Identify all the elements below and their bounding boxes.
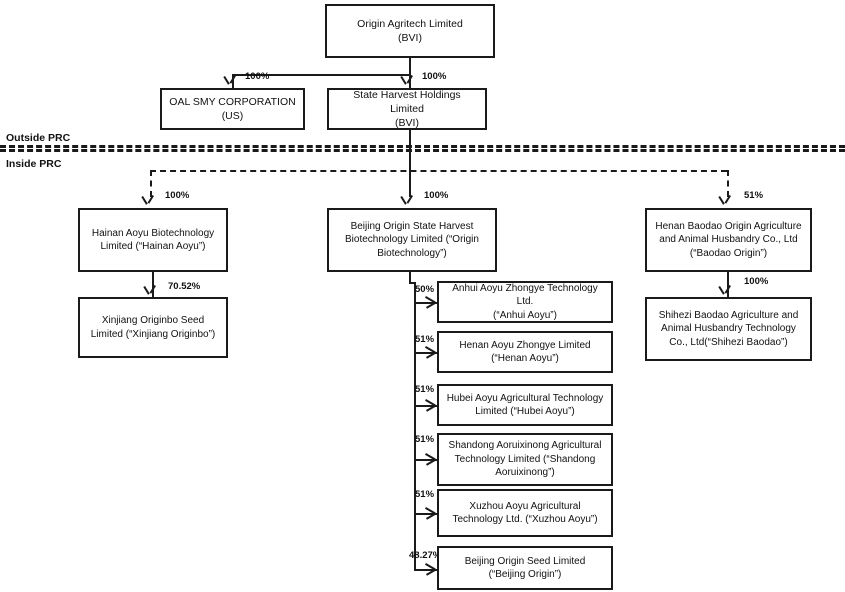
percent-shandong-aoruixinong: 51% — [415, 434, 435, 445]
node-xinjiang-originbo-label: Xinjiang Originbo Seed Limited (“Xinjian… — [90, 315, 216, 340]
arrowhead-xinjiang-originbo — [148, 286, 159, 297]
connector-baodao-dashed-drop — [727, 170, 729, 197]
connector-stateharvest-spine — [409, 130, 411, 197]
node-xuzhou-aoyu[interactable]: Xuzhou Aoyu Agricultural Technology Ltd.… — [437, 489, 613, 537]
label-inside-prc: Inside PRC — [6, 158, 62, 170]
label-outside-prc: Outside PRC — [6, 132, 71, 144]
percent-origin-biotechnology: 100% — [424, 190, 449, 201]
arrowhead-baodao-origin — [723, 196, 734, 207]
node-hainan-aoyu[interactable]: Hainan Aoyu Biotechnology Limited (“Hain… — [78, 208, 228, 272]
percent-state-harvest: 100% — [422, 71, 447, 82]
percent-anhui-aoyu: 50% — [415, 284, 435, 295]
node-henan-aoyu-label: Henan Aoyu Zhongye Limited (“Henan Aoyu”… — [459, 339, 591, 365]
node-origin-biotechnology-label: Beijing Origin State Harvest Biotechnolo… — [345, 220, 479, 259]
prc-divider-line — [0, 145, 845, 152]
node-state-harvest[interactable]: State Harvest Holdings Limited (BVI) — [327, 88, 487, 130]
percent-beijing-origin: 48.27% — [409, 550, 442, 561]
arrowhead-stateharvest — [405, 76, 416, 87]
percent-shihezi-baodao: 100% — [744, 276, 769, 287]
node-origin-biotechnology[interactable]: Beijing Origin State Harvest Biotechnolo… — [327, 208, 497, 272]
percent-xuzhou-aoyu: 51% — [415, 489, 435, 500]
connector-agritech-bar — [232, 74, 411, 76]
node-shandong-aoruixinong[interactable]: Shandong Aoruixinong Agricultural Techno… — [437, 433, 613, 486]
arrowhead-oalsmy — [228, 76, 239, 87]
node-baodao-origin-label: Henan Baodao Origin Agriculture and Anim… — [655, 220, 802, 259]
percent-henan-aoyu: 51% — [415, 334, 435, 345]
node-baodao-origin[interactable]: Henan Baodao Origin Agriculture and Anim… — [645, 208, 812, 272]
connector-dashed-branch-bar — [150, 170, 727, 172]
node-beijing-origin[interactable]: Beijing Origin Seed Limited (“Beijing Or… — [437, 546, 613, 590]
node-oal-smy[interactable]: OAL SMY CORPORATION (US) — [160, 88, 305, 130]
node-shihezi-baodao[interactable]: Shihezi Baodao Agriculture and Animal Hu… — [645, 297, 812, 361]
connector-hainan-dashed-drop — [150, 170, 152, 197]
node-xuzhou-aoyu-label: Xuzhou Aoyu Agricultural Technology Ltd.… — [452, 500, 598, 526]
node-xinjiang-originbo[interactable]: Xinjiang Originbo Seed Limited (“Xinjian… — [78, 297, 228, 358]
node-origin-agritech[interactable]: Origin Agritech Limited (BVI) — [325, 4, 495, 58]
node-anhui-aoyu[interactable]: Anhui Aoyu Zhongye Technology Ltd. (“Anh… — [437, 281, 613, 323]
node-henan-aoyu[interactable]: Henan Aoyu Zhongye Limited (“Henan Aoyu”… — [437, 331, 613, 373]
arrowhead-origin-biotech — [405, 196, 416, 207]
node-hubei-aoyu-label: Hubei Aoyu Agricultural Technology Limit… — [446, 392, 604, 418]
node-oal-smy-label: OAL SMY CORPORATION (US) — [169, 95, 296, 122]
percent-oal-smy: 100% — [245, 71, 270, 82]
node-hainan-aoyu-label: Hainan Aoyu Biotechnology Limited (“Hain… — [91, 227, 215, 253]
node-shandong-aoruixinong-label: Shandong Aoruixinong Agricultural Techno… — [448, 440, 602, 479]
percent-xinjiang-originbo: 70.52% — [168, 281, 201, 292]
node-hubei-aoyu[interactable]: Hubei Aoyu Agricultural Technology Limit… — [437, 384, 613, 426]
connector-subsidiary-spine — [414, 282, 416, 569]
node-shihezi-baodao-label: Shihezi Baodao Agriculture and Animal Hu… — [658, 309, 799, 348]
connector-subsidiary-drop — [409, 272, 411, 284]
arrowhead-hainan-aoyu — [146, 196, 157, 207]
node-anhui-aoyu-label: Anhui Aoyu Zhongye Technology Ltd. (“Anh… — [452, 282, 598, 321]
node-state-harvest-label: State Harvest Holdings Limited (BVI) — [353, 88, 461, 130]
connector-agritech-down — [409, 58, 411, 75]
percent-baodao-origin: 51% — [744, 190, 764, 201]
connector-subsidiary-top-bar — [409, 282, 416, 284]
node-beijing-origin-label: Beijing Origin Seed Limited (“Beijing Or… — [464, 555, 586, 581]
percent-hainan-aoyu: 100% — [165, 190, 190, 201]
node-origin-agritech-label: Origin Agritech Limited (BVI) — [357, 17, 463, 44]
percent-hubei-aoyu: 51% — [415, 384, 435, 395]
arrowhead-shihezi-baodao — [723, 286, 734, 297]
